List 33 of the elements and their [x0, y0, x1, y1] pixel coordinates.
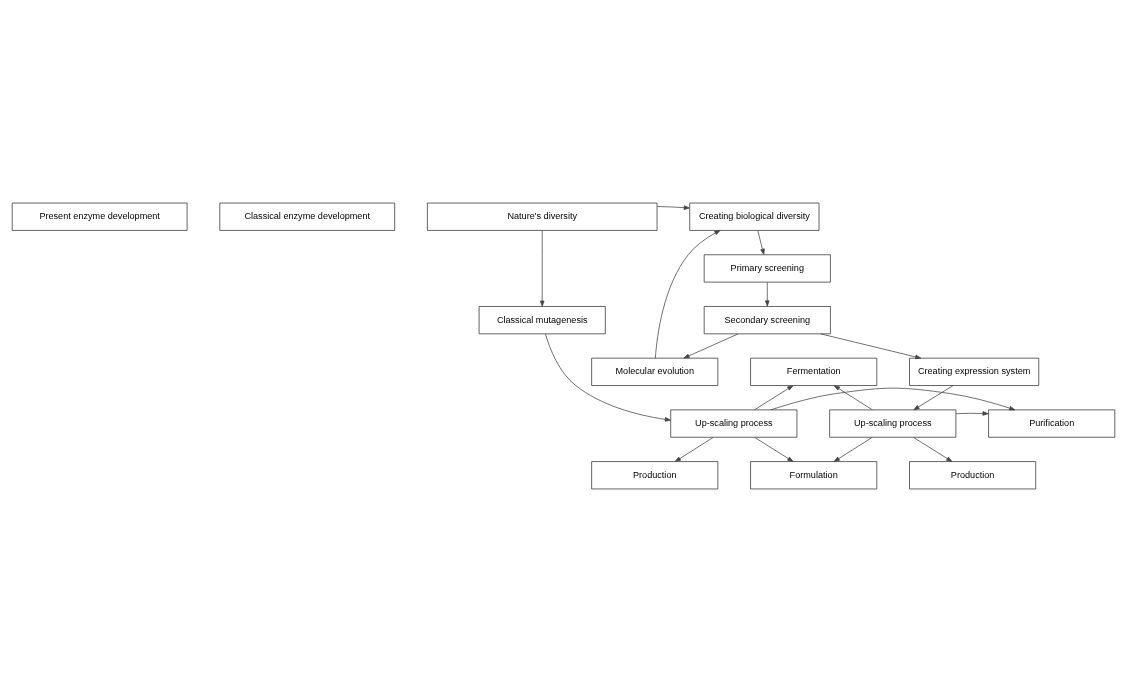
- node-box: Classical mutagenesis: [478, 306, 606, 335]
- arrow: [833, 437, 873, 462]
- arrow: [913, 385, 954, 411]
- node-box: Secondary screening: [703, 306, 831, 335]
- node-box: Up-scaling process: [829, 409, 957, 438]
- node-box: Creating biological diversity: [689, 202, 820, 231]
- arrow: [770, 387, 1016, 411]
- arrow: [656, 205, 690, 210]
- node-box: Production: [591, 461, 719, 490]
- arrow: [683, 333, 739, 359]
- arrow: [913, 437, 953, 462]
- node-box: Production: [909, 461, 1037, 490]
- arrow: [674, 437, 714, 462]
- arrow: [765, 282, 770, 307]
- node-box: Nature's diversity: [427, 202, 658, 231]
- node-box: Molecular evolution: [591, 357, 719, 386]
- node-box: Present enzyme development: [11, 202, 188, 231]
- node-box: Formulation: [750, 461, 878, 490]
- node-box: Purification: [988, 409, 1116, 438]
- node-box: Classical enzyme development: [219, 202, 396, 231]
- node-box: Fermentation: [750, 357, 878, 386]
- arrow: [955, 411, 989, 416]
- arrow: [754, 385, 794, 411]
- arrow: [754, 437, 794, 462]
- node-box: Primary screening: [703, 254, 831, 283]
- node-box: Creating expression system: [909, 357, 1040, 386]
- node-box: Up-scaling process: [670, 409, 798, 438]
- arrow: [539, 230, 545, 307]
- arrow: [820, 333, 922, 360]
- arrow: [833, 385, 873, 411]
- arrow: [654, 230, 721, 359]
- arrow: [757, 230, 765, 255]
- arrow: [545, 333, 671, 422]
